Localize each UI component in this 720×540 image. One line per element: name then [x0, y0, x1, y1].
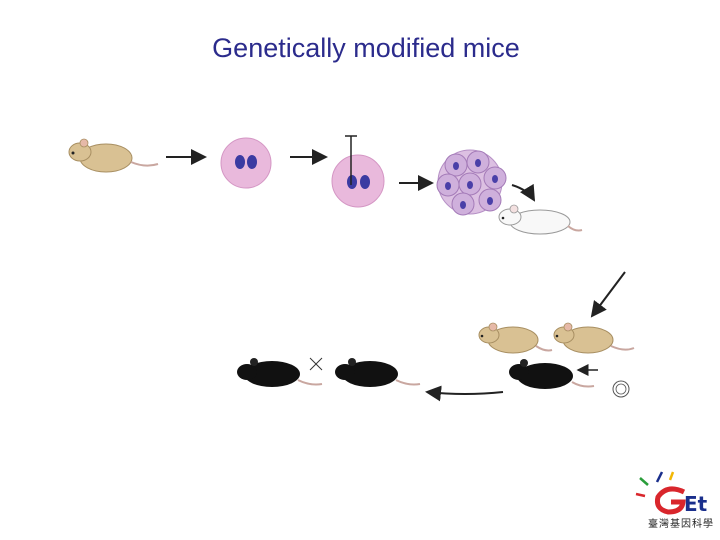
page-title: Genetically modified mice: [212, 33, 520, 63]
logo-subtitle: 臺灣基因科學: [648, 519, 714, 530]
arrow-5: [590, 271, 626, 318]
black-mouse-middle: [335, 358, 421, 387]
arrow-4: [511, 183, 536, 202]
injected-zygote-cell: [331, 154, 385, 208]
tan-mouse-donor: [68, 138, 159, 173]
tan-mouse-offspring-2: [553, 322, 635, 354]
blastocyst-cluster: [436, 149, 507, 216]
tan-mouse-offspring-1: [478, 322, 553, 354]
copyright-icon: [612, 380, 630, 398]
arrow-7: [425, 385, 504, 402]
injection-needle: [345, 135, 357, 185]
zygote-cell: [220, 137, 272, 189]
get-logo: Et: [635, 471, 708, 516]
black-mouse-left: [237, 358, 323, 387]
black-mouse-right: [509, 359, 595, 389]
white-mouse-surrogate: [498, 204, 583, 235]
cross-icon: [309, 357, 323, 371]
logo-brand-text: Et: [684, 492, 708, 516]
